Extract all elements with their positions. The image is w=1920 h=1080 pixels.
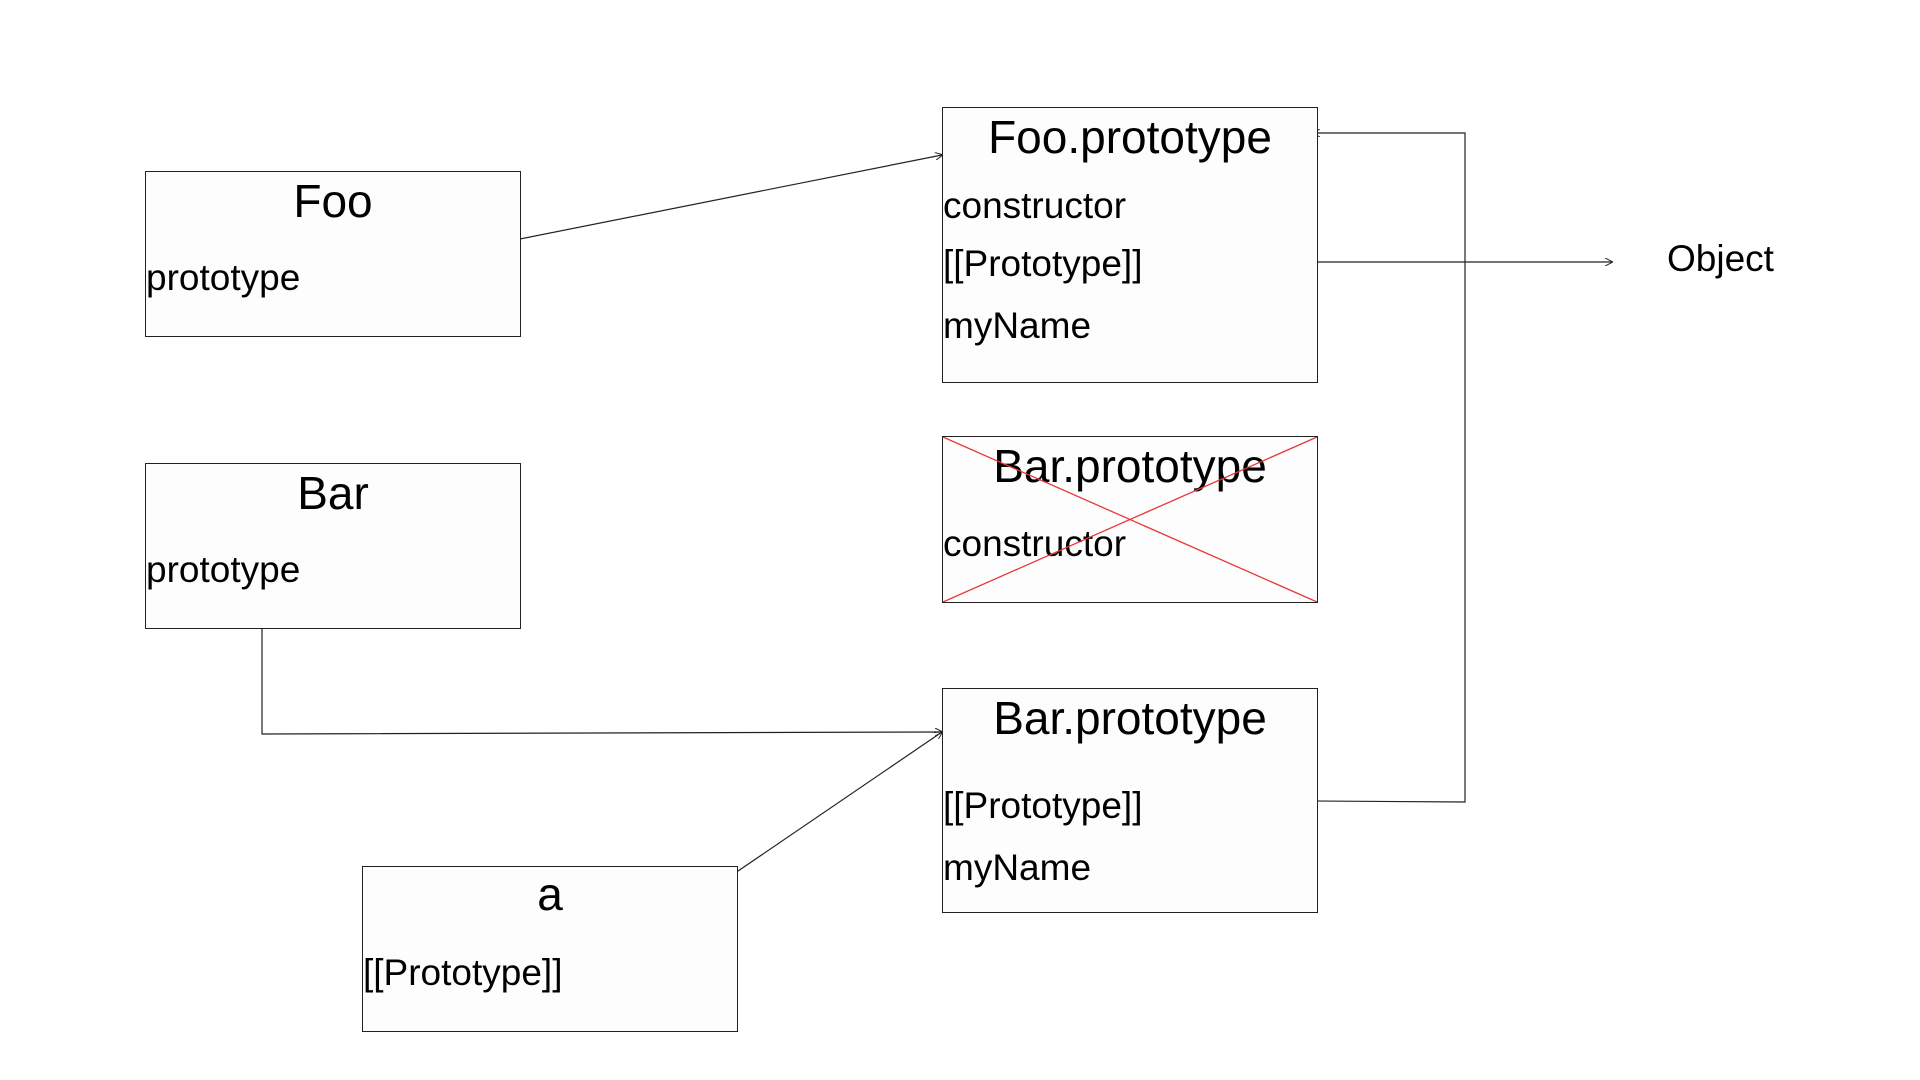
- bar-title: Bar: [297, 467, 369, 519]
- a-title: a: [537, 868, 563, 920]
- foo-prototype-field: prototype: [146, 257, 301, 298]
- bar-box: Bar prototype: [145, 463, 521, 629]
- bar-prototype-old-box: Bar.prototype constructor: [942, 436, 1318, 603]
- foo-prototype-link-field: [[Prototype]]: [943, 243, 1143, 284]
- bar-prototype-old-title: Bar.prototype: [993, 440, 1267, 492]
- foo-prototype-myname-field: myName: [943, 305, 1092, 346]
- foo-prototype-constructor-field: constructor: [943, 185, 1127, 226]
- bar-prototype-old-constructor-field: constructor: [943, 523, 1127, 564]
- bar-prototype-new-link-field: [[Prototype]]: [943, 785, 1143, 826]
- foo-prototype-title: Foo.prototype: [988, 111, 1272, 163]
- foo-title: Foo: [293, 175, 373, 227]
- bar-prototype-new-box: Bar.prototype [[Prototype]] myName: [942, 688, 1318, 913]
- bar-prototype-new-title: Bar.prototype: [993, 692, 1267, 744]
- bar-prototype-new-myname-field: myName: [943, 847, 1092, 888]
- a-prototype-link-field: [[Prototype]]: [363, 952, 563, 993]
- a-box: a [[Prototype]]: [362, 866, 738, 1032]
- foo-box: Foo prototype: [145, 171, 521, 337]
- bar-prototype-field: prototype: [146, 549, 301, 590]
- object-label: Object: [1667, 238, 1774, 279]
- foo-prototype-box: Foo.prototype constructor [[Prototype]] …: [942, 107, 1318, 383]
